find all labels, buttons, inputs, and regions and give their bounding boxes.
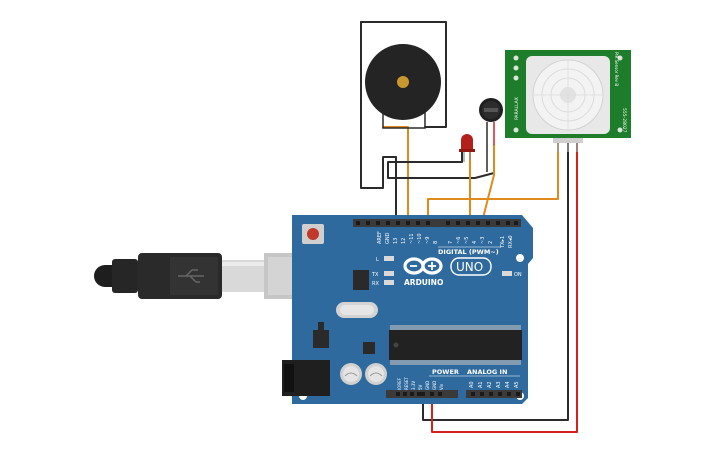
buzzer-signal-wire[interactable]: [382, 126, 409, 223]
pin-label: TX▸1: [500, 236, 506, 249]
pin-label: 5V: [418, 384, 423, 390]
analog-pin-labels: A0 A1 A2 A3 A4 A5: [469, 381, 520, 388]
pin-label: 13: [393, 238, 399, 244]
analog-header-title: ANALOG IN: [467, 368, 507, 376]
pin-label: GND: [425, 381, 430, 390]
pin-label: ~3: [480, 237, 486, 244]
digital-header: [353, 219, 521, 227]
pin-label: 4: [472, 241, 478, 244]
digital-header-holes: [356, 221, 518, 225]
pin-label: A0: [469, 381, 475, 388]
power-header-title: POWER: [432, 368, 459, 376]
led-rx-label: RX: [372, 281, 379, 287]
pin-label: A5: [514, 381, 520, 388]
buzzer-ground-wire[interactable]: [360, 21, 447, 128]
digital-header-title: DIGITAL (PWM~): [438, 248, 499, 256]
pir-ground-wire[interactable]: [422, 141, 569, 421]
pin-label: Vin: [439, 383, 444, 390]
power-pin-labels: IOREF RESET 3.3V 5V GND GND Vin: [397, 377, 444, 390]
pin-label: GND: [432, 381, 437, 390]
pir-top-right-label: PIR Sensor Rev B: [614, 52, 619, 86]
arduino-uno-board[interactable]: AREF GND 13 12 ~11 ~10 ~9 8 7 ~6 ~5 4 ~3…: [282, 215, 533, 404]
motor-signal-wire[interactable]: [481, 144, 495, 223]
small-ic: [363, 342, 375, 354]
voltage-regulator: [313, 330, 329, 348]
usb-icon: [178, 269, 204, 283]
pin-label: ~9: [425, 237, 431, 244]
mounting-hole: [516, 254, 524, 262]
pin-label: ~11: [409, 233, 415, 244]
atmega-chip: [389, 330, 522, 360]
vibration-motor[interactable]: [479, 98, 503, 172]
led-ground-wire[interactable]: [387, 151, 495, 179]
pin-label: ~5: [464, 237, 470, 244]
analog-header: [466, 390, 522, 398]
pin-label: IOREF: [397, 377, 402, 390]
model-label: UNO: [456, 260, 483, 274]
usb-chip: [353, 270, 369, 290]
pin-label: AREF: [377, 231, 383, 244]
pin-label: RX◂0: [508, 235, 514, 248]
pir-right-label: 555-28027: [621, 108, 627, 133]
pin-label: 3.3V: [411, 381, 416, 390]
pir-left-label: PARALLAX: [514, 97, 520, 120]
pir-signal-wire[interactable]: [427, 141, 559, 223]
pin-label: ~6: [456, 237, 462, 244]
pin-label: RESET: [404, 377, 409, 390]
pir-power-wire[interactable]: [431, 141, 578, 433]
reset-button-cap[interactable]: [307, 228, 319, 240]
model-badge: [450, 257, 492, 276]
pin-label: A4: [505, 381, 511, 388]
red-led[interactable]: [459, 134, 475, 162]
pin-label: 8: [433, 241, 439, 244]
led-tx-label: TX: [371, 272, 379, 278]
pin-label: A1: [478, 381, 484, 388]
bottom-header-holes: [396, 392, 520, 396]
on-label: ON: [514, 272, 522, 278]
pin-label: ~10: [417, 233, 423, 244]
arduino-logo: [403, 257, 443, 275]
brand-label: ARDUINO: [404, 278, 443, 287]
pin-label: 2: [488, 241, 494, 244]
pir-sensor[interactable]: PARALLAX 555-28027 PIR Sensor Rev B: [505, 50, 631, 152]
wires: [360, 21, 578, 433]
pin-label: GND: [385, 232, 391, 244]
status-leds: L TX RX ON: [371, 256, 522, 287]
digital-pin-labels: AREF GND 13 12 ~11 ~10 ~9 8 7 ~6 ~5 4 ~3…: [377, 231, 514, 249]
fresnel-lens: [532, 59, 604, 131]
pin-label: A2: [487, 381, 493, 388]
pir-mount-holes: [513, 55, 623, 133]
buzzer-ground-wire-b[interactable]: [360, 21, 397, 223]
pin-label: 12: [401, 238, 407, 244]
led-l-label: L: [376, 257, 379, 263]
piezo-buzzer[interactable]: [365, 44, 441, 129]
pin-label: 7: [448, 241, 454, 244]
pin-label: A3: [496, 381, 502, 388]
